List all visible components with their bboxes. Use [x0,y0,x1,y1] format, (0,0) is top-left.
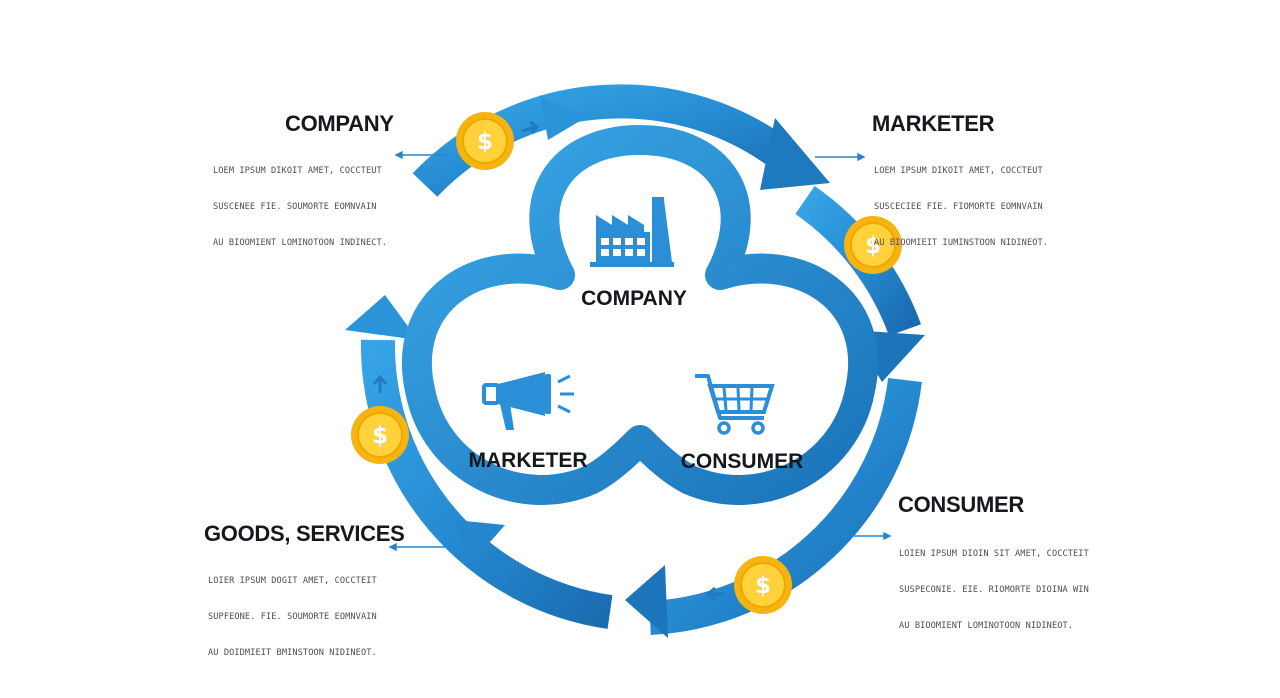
annotation-line: SUPFEONE. FIE. SOUMORTE EOMNVAIN [208,612,377,622]
annotation-line: LOIER IPSUM DOGIT AMET, COCCTEIT [208,576,377,586]
svg-text:$: $ [865,233,881,259]
dollar-coin-icon: $ [456,112,514,170]
center-label-company: COMPANY [581,287,687,310]
svg-text:$: $ [755,573,771,599]
ring-arrowhead-topleft [540,95,585,140]
ring-arrowhead-top [760,118,830,190]
annotation-title-company: COMPANY [285,111,394,136]
factory-icon [590,197,674,267]
annotation-line: AU BIOOMIEIT IUMINSTOON NIDINEOT. [874,238,1049,248]
annotation-line: SUSPECONIE. EIE. RIOMORTE DIOINA WIN [899,585,1089,595]
ring-arrowhead-bottomleft [455,520,505,565]
annotation-line: LOEM IPSUM DIKOIT AMET, COCCTEUT [874,166,1043,176]
annotation-title-consumer: CONSUMER [898,492,1024,517]
ring-arrowhead-left [345,295,418,340]
svg-text:$: $ [372,423,388,449]
annotation-line: SUSCECIEE FIE. FIOMORTE EOMNVAIN [874,202,1043,212]
annotation-body-company: LOEM IPSUM DIKOIT AMET, COCCTEUT SUSCENE… [213,141,387,261]
annotation-line: AU BIOOMIENT LOMINOTOON INDINECT. [213,238,388,248]
annotation-line: LOIEN IPSUM DIOIN SIT AMET, COCCTEIT [899,549,1089,559]
annotation-line: LOEM IPSUM DIKOIT AMET, COCCTEUT [213,166,382,176]
annotation-title-marketer: MARKETER [872,111,995,136]
annotation-line: AU BIOOMIENT LOMINOTOON NIDINEOT. [899,621,1074,631]
ring-segment-left [360,339,613,629]
ring-segment-bottom [649,377,922,635]
dollar-coin-icon: $ [844,216,902,274]
outer-cycle-ring [345,84,925,638]
annotation-line: AU DOIDMIEIT BMINSTOON NIDINEOT. [208,648,377,658]
annotation-body-marketer: LOEM IPSUM DIKOIT AMET, COCCTEUT SUSCECI… [874,141,1048,261]
annotation-body-goods-services: LOIER IPSUM DOGIT AMET, COCCTEIT SUPFEON… [208,551,377,671]
small-arrow-icon [372,120,892,602]
center-label-consumer: CONSUMER [681,450,804,473]
connector-lines [388,150,892,552]
annotation-title-goods-services: GOODS, SERVICES [204,521,405,546]
ring-arrowhead-bottom [625,565,668,638]
svg-text:$: $ [477,129,493,155]
annotation-line: SUSCENEE FIE. SOUMORTE EOMNVAIN [213,202,377,212]
shopping-cart-icon [695,374,775,435]
dollar-coin-icon: $ [351,406,409,464]
center-label-marketer: MARKETER [469,449,588,472]
megaphone-icon [482,372,574,430]
annotation-body-consumer: LOIEN IPSUM DIOIN SIT AMET, COCCTEIT SUS… [899,524,1089,644]
three-lobe-cloud [401,125,879,505]
cloud-outline [401,125,879,505]
dollar-coin-icon: $ [734,556,792,614]
